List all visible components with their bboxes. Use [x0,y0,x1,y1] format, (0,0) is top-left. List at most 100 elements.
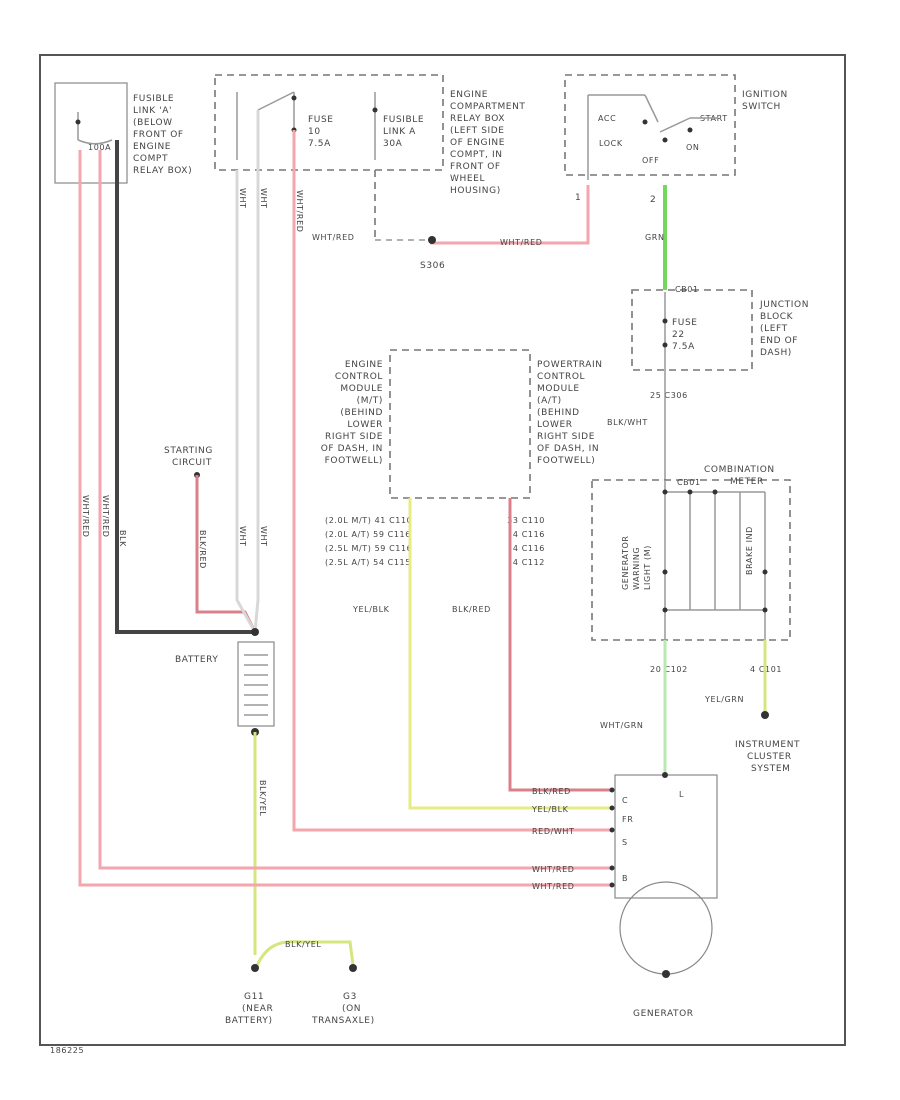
svg-text:(2.5L A/T) 54 C115: (2.5L A/T) 54 C115 [325,558,411,567]
generator-l-terminal [662,772,668,778]
s306-label: S306 [420,261,445,271]
svg-text:LINK A: LINK A [383,127,416,137]
svg-text:LOWER: LOWER [537,420,573,430]
svg-text:SYSTEM: SYSTEM [751,764,790,774]
svg-text:RED/WHT: RED/WHT [532,827,574,836]
svg-text:SWITCH: SWITCH [742,102,781,112]
svg-text:RELAY BOX): RELAY BOX) [133,166,192,176]
splice-s306 [428,236,436,244]
svg-text:GENERATOR: GENERATOR [621,535,630,590]
generator-wire-labels: BLK/RED YEL/BLK RED/WHT WHT/RED WHT/RED [531,787,574,891]
c306-label: 25 C306 [650,391,688,400]
svg-text:(LEFT SIDE: (LEFT SIDE [450,126,505,136]
svg-text:JUNCTION: JUNCTION [759,300,809,310]
switch-on-label: ON [686,143,699,152]
v-wire3-label: WHT/RED [295,190,304,232]
battery-label: BATTERY [175,655,219,665]
switch-pin-1: 1 [575,193,581,203]
svg-text:POWERTRAIN: POWERTRAIN [537,360,603,370]
svg-text:7.5A: 7.5A [308,139,331,149]
switch-contact-2 [662,137,668,143]
blk-red-label: BLK/RED [452,605,491,614]
wire-battery-ground [253,732,355,971]
svg-text:FUSIBLE: FUSIBLE [383,115,424,125]
junction-block-label: JUNCTION BLOCK (LEFT END OF DASH) [759,300,809,358]
svg-text:33 C110: 33 C110 [507,516,545,525]
bat-ground-wire-label: BLK/YEL [258,780,267,817]
generator-terminals: C FR S B [609,787,633,888]
svg-text:DASH): DASH) [760,348,792,358]
svg-text:CIRCUIT: CIRCUIT [172,458,212,468]
fusible-link-symbol [77,112,113,145]
svg-text:YEL/BLK: YEL/BLK [531,805,569,814]
switch-contact-1 [642,119,648,125]
battery-positive-terminal [251,628,259,636]
svg-text:(BEHIND: (BEHIND [340,408,383,418]
svg-text:30A: 30A [383,139,403,149]
svg-text:LOWER: LOWER [347,420,383,430]
svg-text:METER: METER [730,477,764,487]
svg-text:ENGINE: ENGINE [450,90,488,100]
wire-wht-red-left-2 [98,150,612,870]
svg-text:COMPARTMENT: COMPARTMENT [450,102,526,112]
svg-text:COMBINATION: COMBINATION [704,465,775,475]
svg-text:(BELOW: (BELOW [133,118,173,128]
svg-text:OF DASH, IN: OF DASH, IN [321,444,383,454]
junction-block-box [631,289,753,371]
svg-text:BATTERY): BATTERY) [225,1016,273,1026]
svg-text:HOUSING): HOUSING) [450,186,501,196]
brake-ind-label: BRAKE IND [745,526,754,575]
wire-wht-1 [235,170,257,633]
engine-compartment-label: ENGINE COMPARTMENT RELAY BOX (LEFT SIDE … [450,90,526,196]
g2-label: G3 (ON TRANSAXLE) [311,992,374,1026]
svg-text:FOOTWELL): FOOTWELL) [325,456,383,466]
svg-text:BLOCK: BLOCK [760,312,794,322]
svg-text:7.5A: 7.5A [672,342,695,352]
jb-cb01-label: CB01 [675,285,699,294]
svg-text:CONTROL: CONTROL [335,372,383,382]
svg-text:(ON: (ON [342,1004,361,1014]
svg-text:LIGHT (M): LIGHT (M) [643,545,652,590]
engine-compartment-relay-box [214,74,444,171]
svg-text:END OF: END OF [760,336,798,346]
yel-grn-label: YEL/GRN [704,695,744,704]
ground-g2-terminal [349,964,357,972]
wire-red-wht-relay-to-gen [292,130,612,832]
svg-text:(2.0L M/T) 41 C110: (2.0L M/T) 41 C110 [325,516,412,525]
svg-text:4 C116: 4 C116 [513,530,545,539]
ecm-label: ENGINE CONTROL MODULE (M/T) (BEHIND LOWE… [321,360,383,466]
starter-wire-label: BLK/RED [198,530,207,569]
svg-text:FUSIBLE: FUSIBLE [133,94,174,104]
combination-meter-box [591,479,791,641]
ground-wire-label: BLK/YEL [285,940,322,949]
fusible-link-a-label: FUSIBLE LINK A 30A [383,115,424,149]
svg-text:FRONT OF: FRONT OF [133,130,184,140]
v-wire1-label-bottom: WHT [238,526,247,547]
g1-label: G11 (NEAR BATTERY) [225,992,273,1026]
svg-text:OF DASH, IN: OF DASH, IN [537,444,599,454]
switch-contact-3 [687,127,693,133]
left-wire2-label: WHT/RED [101,495,110,537]
fuse-10-terminal-top [291,95,297,101]
starting-circuit-label: STARTING CIRCUIT [164,446,212,468]
svg-text:RIGHT SIDE: RIGHT SIDE [325,432,383,442]
svg-text:BLK/RED: BLK/RED [532,787,571,796]
cm-node-1 [662,489,668,495]
fusible-link-box [54,82,128,184]
c102-label: 20 C102 [650,665,688,674]
svg-text:FR: FR [622,815,633,824]
svg-text:(NEAR: (NEAR [242,1004,273,1014]
battery-symbol [237,641,275,727]
svg-text:4 C116: 4 C116 [513,544,545,553]
svg-text:(M/T): (M/T) [357,396,383,406]
wire-yel-blk [408,498,612,810]
fuse-22-terminal-top [662,318,668,324]
svg-text:IGNITION: IGNITION [742,90,788,100]
wire-wht-red-label-2: WHT/RED [500,238,542,247]
ecm-connectors-left: (2.0L M/T) 41 C110 (2.0L A/T) 59 C116 (2… [325,516,412,567]
cm-node-5 [762,607,768,613]
svg-text:S: S [622,838,628,847]
svg-text:OF ENGINE: OF ENGINE [450,138,505,148]
v-wire1-label-top: WHT [238,188,247,209]
